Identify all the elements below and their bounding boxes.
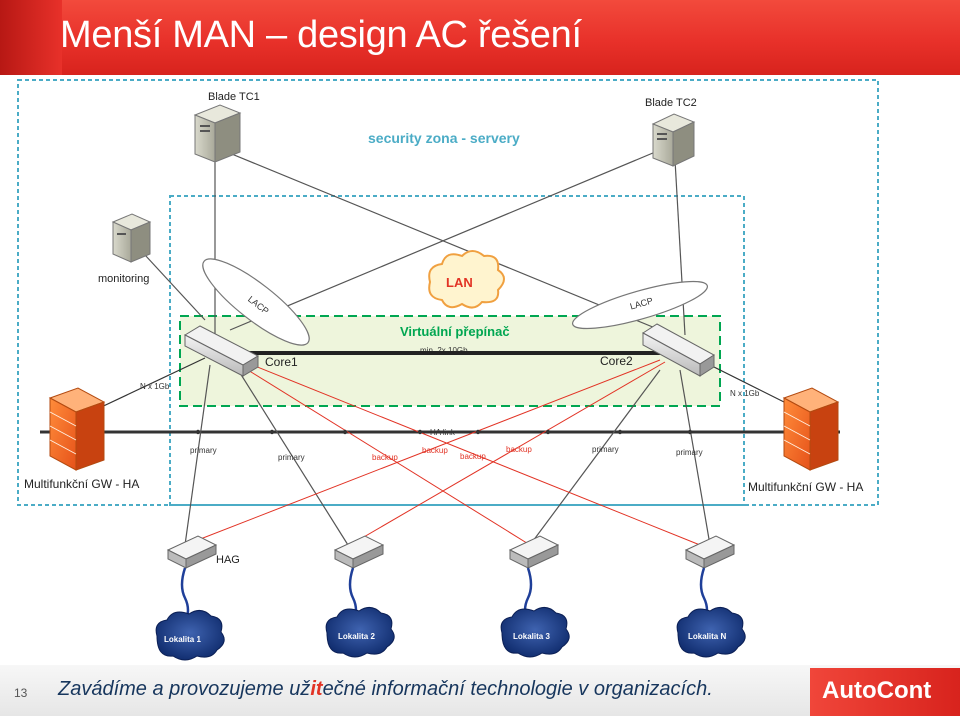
- link-speed-label: min. 2x 10Gb: [420, 346, 468, 355]
- ha-link-label: HA link: [430, 428, 456, 437]
- tagline-end: ečné informační technologie v organizací…: [322, 678, 713, 700]
- uplink-right: [699, 359, 801, 411]
- link-dot: [475, 429, 481, 435]
- title-bar: [0, 0, 960, 75]
- core2-label: Core2: [600, 354, 633, 368]
- site-cloud-n: [676, 607, 746, 658]
- site-router-3: [508, 535, 560, 569]
- site-2-label: Lokalita 2: [338, 632, 375, 641]
- primary-link-3: [529, 369, 661, 546]
- link-dot: [269, 429, 275, 435]
- backup-label: backup: [372, 453, 398, 462]
- primary-label: primary: [190, 446, 217, 455]
- blade-tc2-server: [651, 113, 696, 167]
- primary-label: primary: [676, 448, 703, 457]
- monitoring-label: monitoring: [98, 273, 149, 285]
- link-tc2-core2: [674, 159, 686, 336]
- link-dot: [417, 429, 423, 435]
- primary-label: primary: [592, 445, 619, 454]
- site-1-label: Lokalita 1: [164, 635, 201, 644]
- uplink-right-label: N x 1Gb: [730, 389, 760, 398]
- backup-label: backup: [506, 445, 532, 454]
- title-bar-shade: [0, 0, 62, 75]
- firewall-right: [782, 387, 840, 471]
- core1-switch: [183, 325, 260, 377]
- link-dot: [617, 429, 623, 435]
- backup-link-4: [239, 359, 701, 546]
- site-3-label: Lokalita 3: [513, 632, 550, 641]
- lan-cloud: [428, 250, 505, 309]
- blade-tc1-label: Blade TC1: [208, 91, 260, 103]
- tagline-start: Zavádíme a provozujeme už: [58, 678, 311, 700]
- link-monitoring-core1: [144, 254, 206, 321]
- site-n-label: Lokalita N: [688, 632, 726, 641]
- blade-tc2-label: Blade TC2: [645, 97, 697, 109]
- backup-link-1: [184, 359, 661, 546]
- primary-link-1: [184, 364, 211, 546]
- primary-links: [184, 364, 711, 546]
- link-dot: [545, 429, 551, 435]
- virtual-switch-label: Virtuální přepínač: [400, 324, 510, 339]
- monitoring-server: [111, 213, 152, 263]
- site-router-2: [333, 535, 385, 569]
- backup-label: backup: [460, 452, 486, 461]
- hag-label: HAG: [216, 554, 240, 566]
- site-cloud-2: [325, 607, 395, 658]
- security-zone-label: security zona - servery: [368, 130, 520, 146]
- link-dot: [342, 429, 348, 435]
- backup-links: [184, 359, 701, 546]
- site-cloud-1: [155, 610, 225, 661]
- link-dot: [687, 429, 693, 435]
- lan-label: LAN: [446, 275, 473, 290]
- link-dot: [195, 429, 201, 435]
- footer-tagline: Zavádíme a provozujeme užitečné informač…: [58, 678, 713, 701]
- firewall-left: [48, 387, 106, 471]
- firewall-right-label: Multifunkční GW - HA: [748, 480, 863, 494]
- blade-tc1-server: [193, 104, 242, 163]
- footer-bar: [0, 665, 960, 716]
- uplink-left: [94, 357, 206, 411]
- firewall-left-label: Multifunkční GW - HA: [24, 477, 139, 491]
- autocont-logo: AutoCont: [810, 668, 960, 716]
- site-router-1: [166, 535, 218, 569]
- core1-label: Core1: [265, 355, 298, 369]
- backup-link-3: [234, 361, 531, 546]
- core2-switch: [642, 323, 715, 377]
- page-title: Menší MAN – design AC řešení: [60, 14, 582, 56]
- uplink-left-label: N x 1Gb: [140, 382, 170, 391]
- backup-link-2: [349, 361, 666, 546]
- core-zone-border: [169, 195, 745, 506]
- logo-text: AutoCont: [822, 677, 932, 704]
- ha-link-dots: [195, 429, 693, 435]
- site-cloud-3: [500, 607, 570, 658]
- link-tc1-core2: [221, 149, 661, 331]
- tagline-highlight: it: [310, 678, 323, 700]
- server-links: [144, 149, 686, 336]
- primary-link-2: [234, 364, 349, 546]
- lacp-right-ellipse: [572, 280, 708, 330]
- primary-link-4: [679, 369, 711, 546]
- lacp-left-ellipse: [202, 258, 310, 346]
- backup-label: backup: [422, 446, 448, 455]
- link-tc2-core1: [229, 149, 661, 331]
- site-links: [180, 567, 709, 625]
- site-router-n: [684, 535, 736, 569]
- page-number: 13: [14, 686, 28, 700]
- primary-label: primary: [278, 453, 305, 462]
